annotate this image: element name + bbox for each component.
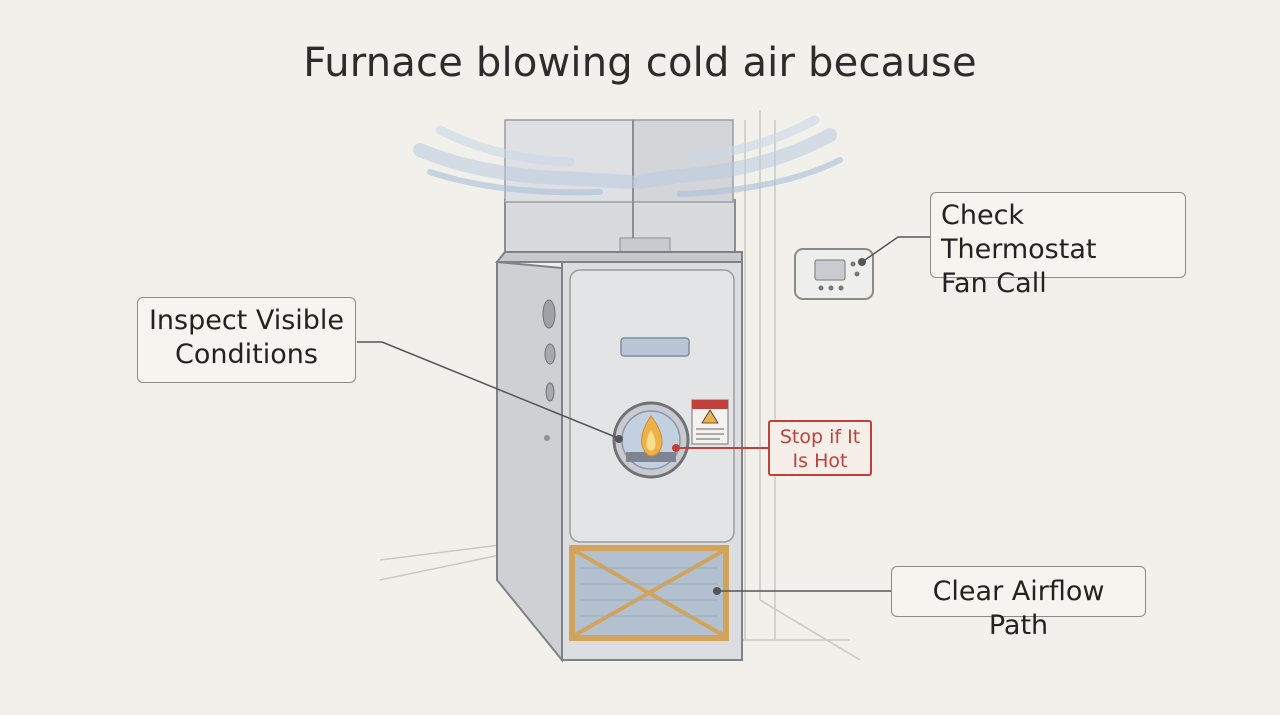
callout-check-thermostat: Check Thermostat Fan Call [930, 192, 1186, 299]
callout-thermostat-line2: Fan Call [941, 268, 1047, 299]
wall-lines [379, 110, 861, 661]
callout-clear-airflow: Clear Airflow Path [891, 566, 1146, 641]
callout-airflow-line1: Clear Airflow Path [932, 576, 1105, 641]
air-filter-icon [569, 545, 729, 641]
thermostat-icon [794, 248, 874, 300]
callout-hot-line1: Stop if It [779, 426, 861, 448]
page-title: Furnace blowing cold air because [303, 40, 977, 86]
callout-inspect-line2: Conditions [175, 339, 318, 370]
airflow-wisps [413, 115, 843, 197]
callout-inspect-visible: Inspect Visible Conditions [137, 297, 356, 383]
leader-lines [357, 236, 930, 595]
callout-stop-if-hot: Stop if It Is Hot [768, 420, 872, 476]
callout-hot-line2: Is Hot [792, 450, 848, 472]
callout-inspect-line1: Inspect Visible [148, 305, 345, 336]
flame-icon [641, 415, 663, 457]
callout-thermostat-line1: Check Thermostat [941, 200, 1097, 265]
furnace-top [494, 251, 743, 263]
vent-slot [620, 337, 690, 357]
warning-label-icon [691, 399, 729, 445]
